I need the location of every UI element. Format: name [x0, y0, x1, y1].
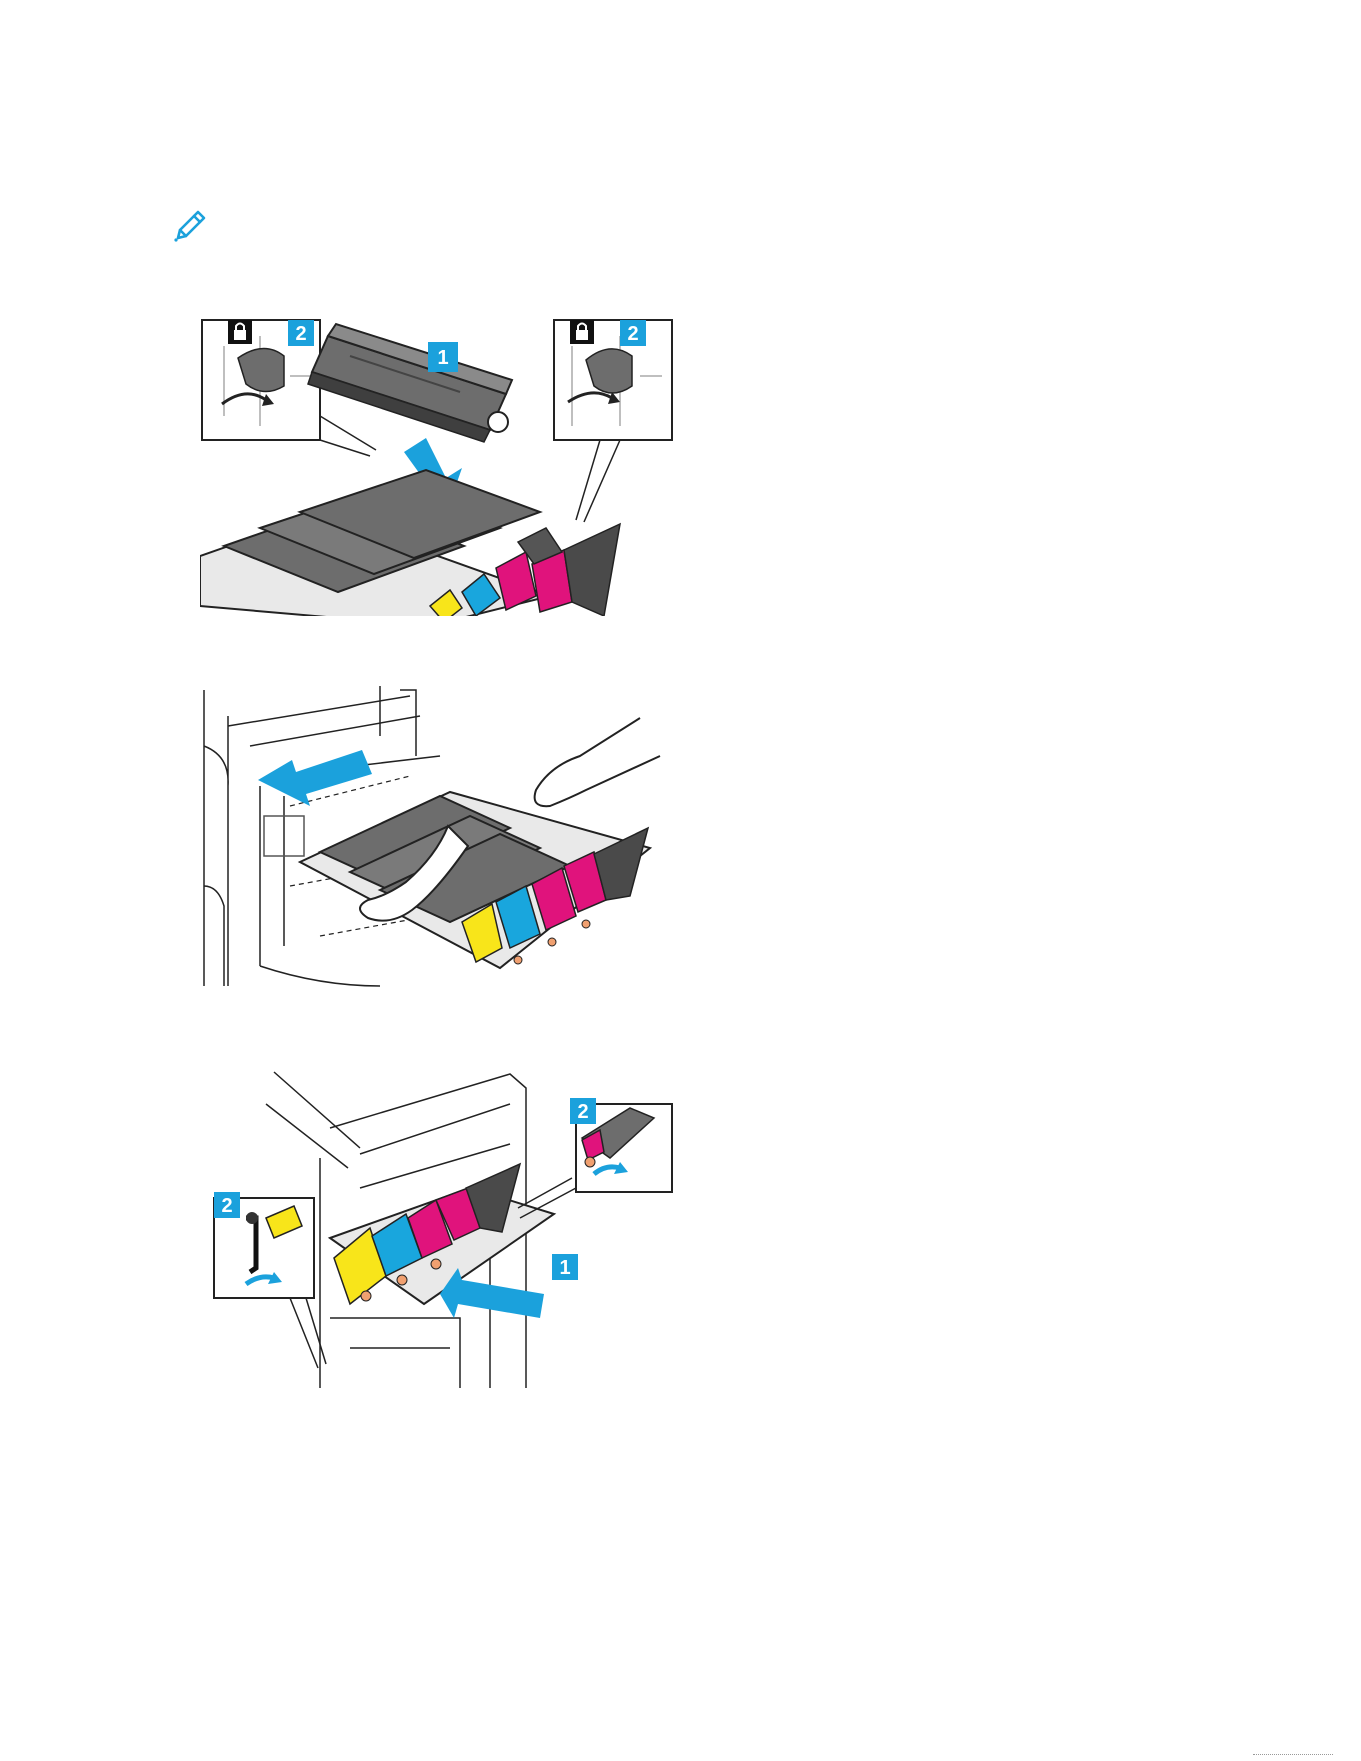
imaging-drawer: [330, 1164, 554, 1304]
right-lock-inset: [554, 320, 672, 440]
figure-install-imaging-unit: 2 2: [200, 306, 676, 616]
arrow-icon: [258, 750, 372, 806]
imaging-drawer: [200, 470, 620, 616]
footer-divider: [1253, 1754, 1333, 1759]
callout-number: 2: [221, 1195, 232, 1217]
hand-right: [535, 718, 660, 806]
arrow-icon: [440, 1268, 544, 1318]
pencil-icon: [172, 208, 208, 244]
imaging-unit: [308, 324, 512, 442]
callout-number: 1: [559, 1257, 570, 1279]
callout-number: 2: [295, 323, 306, 345]
left-lever-inset: [214, 1198, 326, 1368]
callout-number: 2: [627, 323, 638, 345]
figure-lock-drawer: 1 2: [210, 1068, 676, 1390]
figure-insert-drawer: [200, 686, 665, 1004]
callout-number: 2: [577, 1101, 588, 1123]
callout-number: 1: [437, 347, 448, 369]
imaging-drawer: [300, 792, 650, 968]
